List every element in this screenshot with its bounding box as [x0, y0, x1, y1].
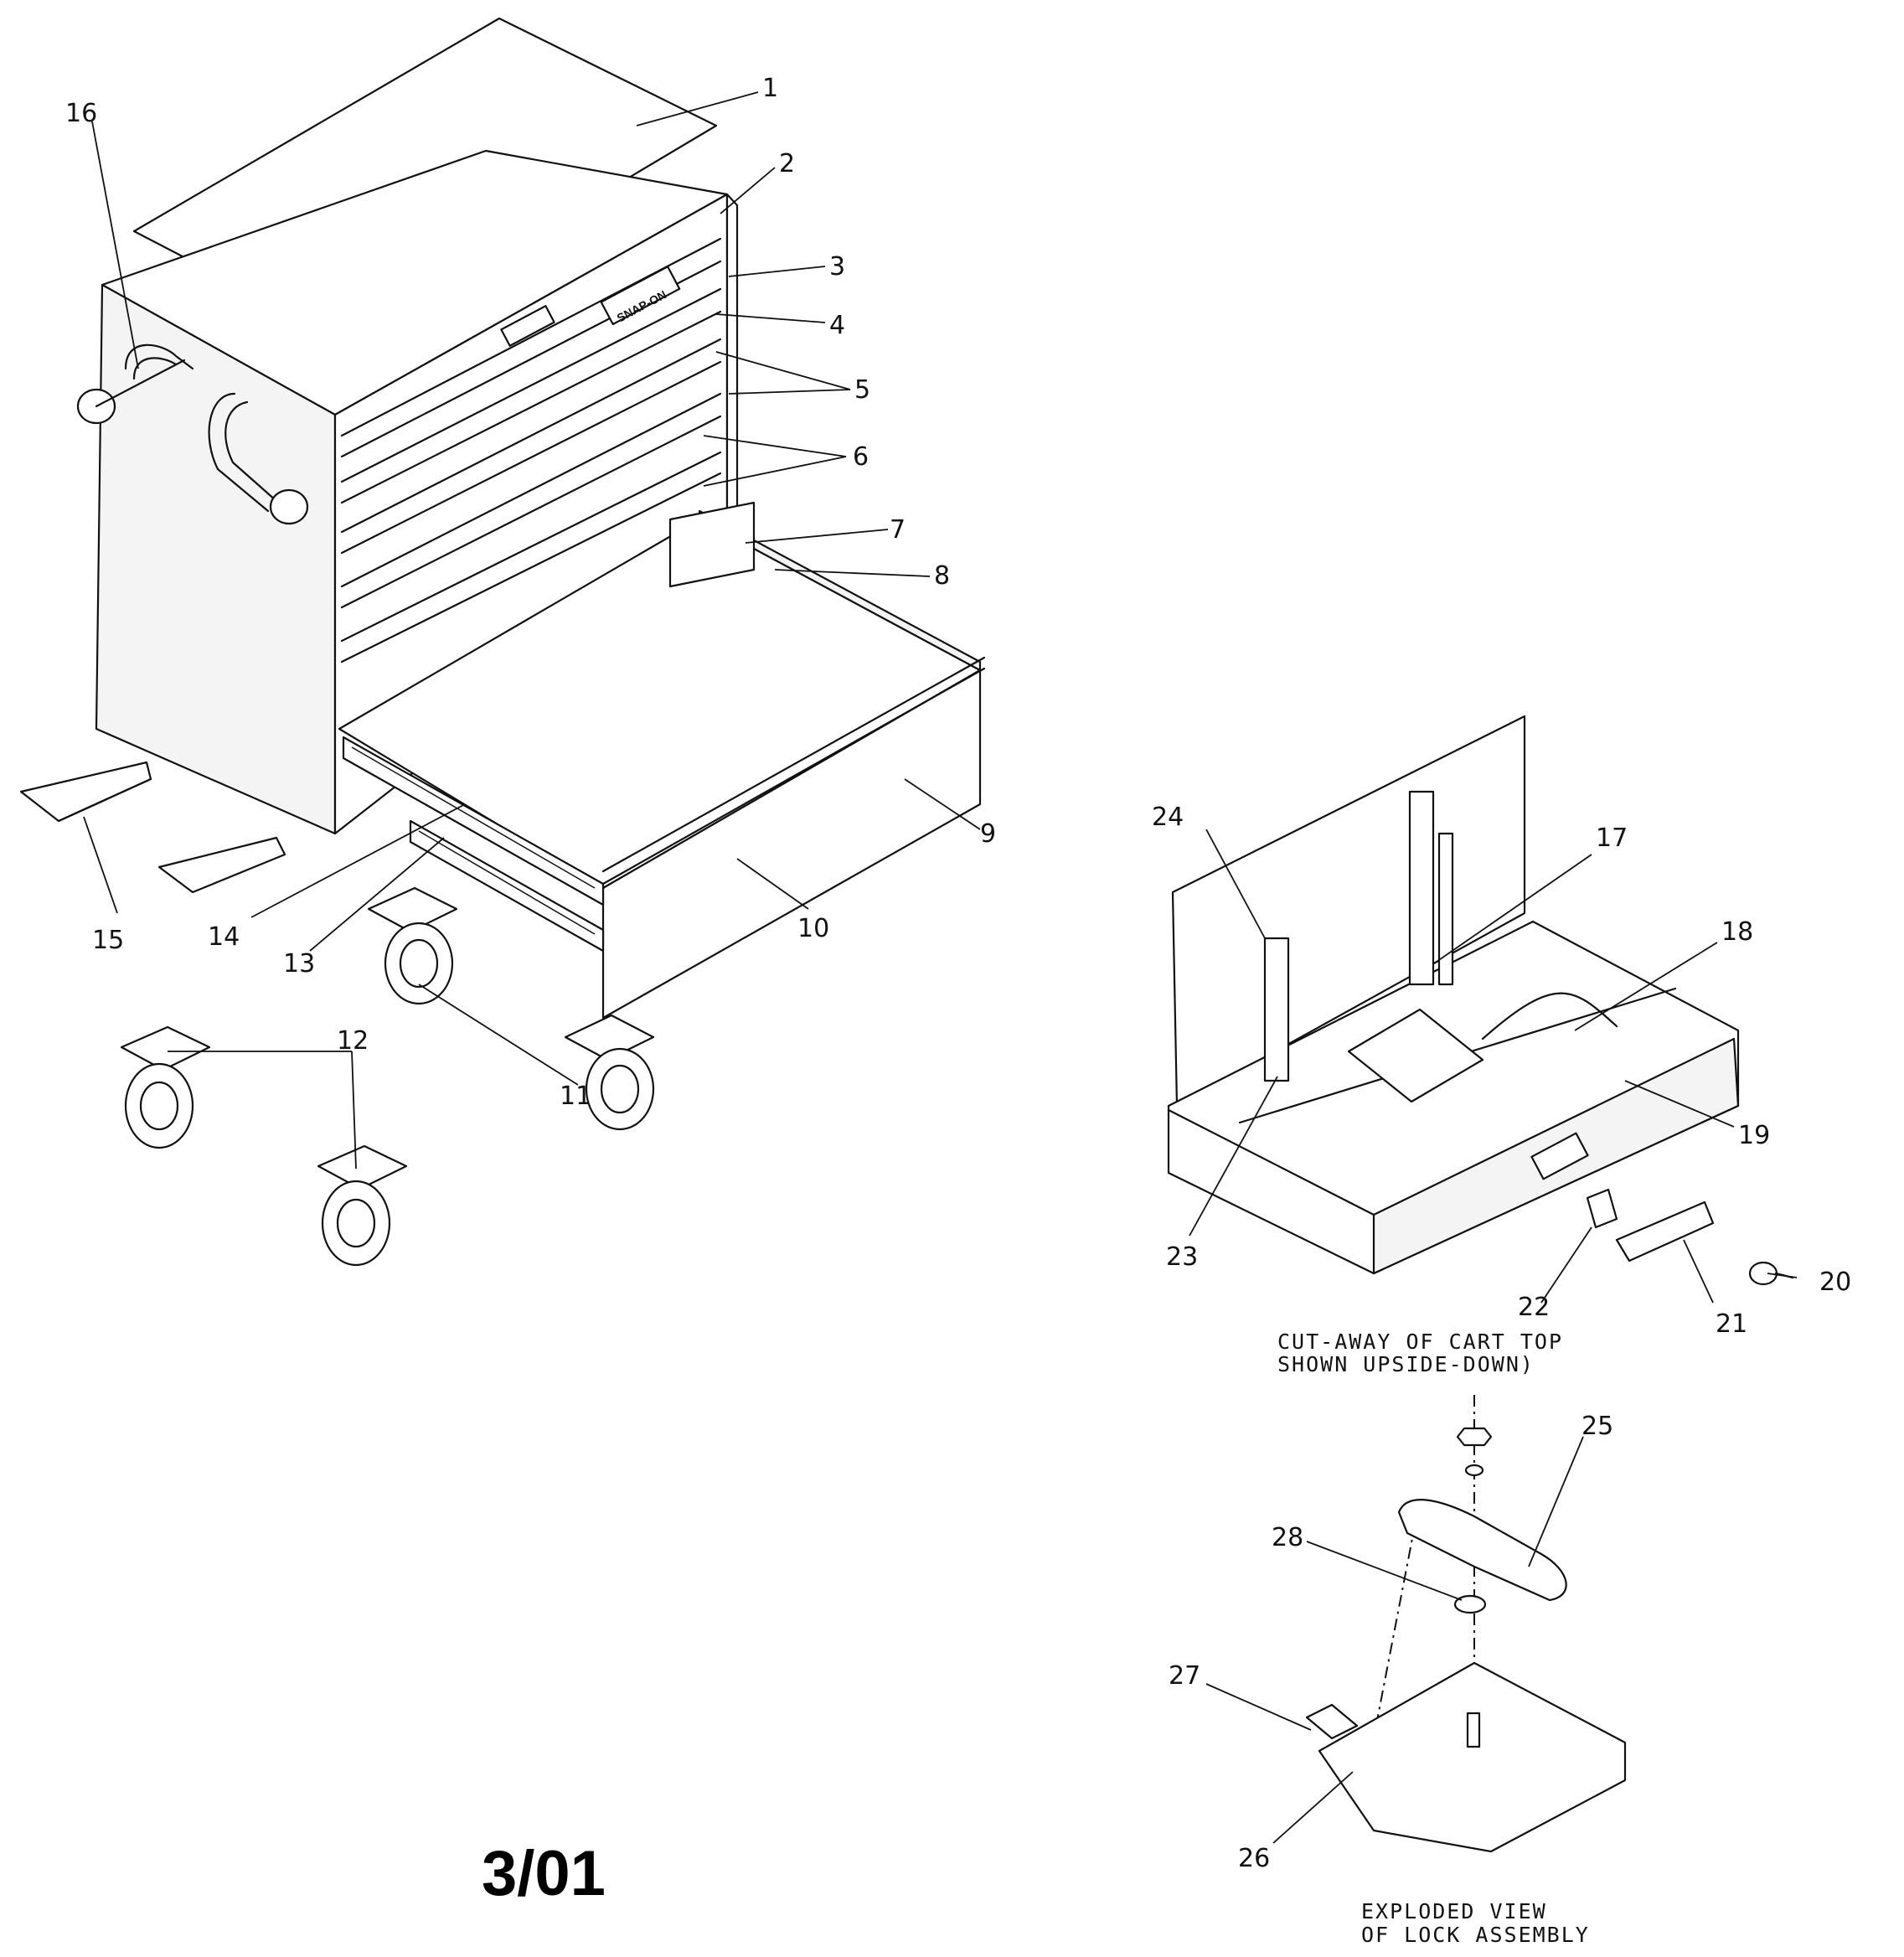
date-code: 3/01 — [482, 1838, 606, 1909]
cabinet-right-edge — [725, 193, 739, 538]
cutaway-caption-line1: CUT-AWAY OF CART TOP — [1277, 1330, 1563, 1354]
part-label-23: 23 — [1166, 1242, 1198, 1272]
caster-swivel-1 — [367, 886, 458, 1005]
part-label-15: 15 — [92, 926, 124, 955]
tool-cart-cabinet — [19, 17, 986, 1020]
drawer-fronts — [340, 237, 722, 664]
part-label-22: 22 — [1518, 1293, 1550, 1322]
brand-badge — [600, 266, 681, 326]
exploded-lock-assembly — [1305, 1395, 1627, 1853]
cutaway-cart-top — [1167, 715, 1740, 1275]
part-label-18: 18 — [1721, 917, 1753, 947]
part-label-28: 28 — [1272, 1523, 1303, 1552]
part-label-20: 20 — [1819, 1268, 1851, 1297]
part-label-25: 25 — [1582, 1412, 1613, 1441]
side-handle — [76, 343, 309, 525]
part-label-6: 6 — [853, 442, 869, 472]
part-label-12: 12 — [337, 1026, 369, 1056]
part-label-17: 17 — [1596, 824, 1628, 853]
part-label-11: 11 — [560, 1082, 591, 1111]
part-label-13: 13 — [283, 949, 315, 978]
part-label-9: 9 — [980, 819, 996, 849]
caster-rigid-1 — [120, 1025, 211, 1149]
caster-swivel-2 — [564, 1014, 655, 1131]
exploded-caption-line1: EXPLODED VIEW — [1361, 1899, 1547, 1923]
part-label-4: 4 — [829, 311, 845, 340]
open-drawer — [338, 501, 986, 1020]
caster-rigid-2 — [317, 1144, 408, 1267]
part-label-8: 8 — [934, 561, 950, 591]
part-label-16: 16 — [65, 99, 97, 128]
cutaway-caption-line2: SHOWN UPSIDE-DOWN) — [1277, 1352, 1535, 1376]
part-label-3: 3 — [829, 252, 845, 281]
part-label-10: 10 — [797, 914, 829, 943]
part-label-5: 5 — [854, 375, 870, 405]
drawer-slides — [342, 736, 605, 953]
base-rails — [19, 761, 286, 894]
cutaway-caption: CUT-AWAY OF CART TOP SHOWN UPSIDE-DOWN) — [1277, 1330, 1563, 1376]
cabinet-lock — [500, 305, 555, 347]
part-number-labels: 1 2 3 4 5 6 7 8 9 10 11 12 13 14 15 16 1… — [65, 74, 1851, 1873]
lock-cylinder — [1586, 1188, 1794, 1286]
part-label-21: 21 — [1716, 1309, 1747, 1339]
part-label-7: 7 — [890, 515, 906, 545]
part-label-27: 27 — [1169, 1661, 1200, 1691]
exploded-caption: EXPLODED VIEW OF LOCK ASSEMBLY — [1361, 1899, 1590, 1947]
leader-lines — [83, 91, 1798, 1844]
part-label-1: 1 — [762, 74, 778, 103]
part-label-14: 14 — [208, 922, 240, 952]
part-label-19: 19 — [1738, 1121, 1770, 1150]
part-label-2: 2 — [779, 149, 795, 178]
exploded-caption-line2: OF LOCK ASSEMBLY — [1361, 1923, 1590, 1947]
part-label-26: 26 — [1238, 1844, 1270, 1873]
part-label-24: 24 — [1152, 803, 1184, 832]
